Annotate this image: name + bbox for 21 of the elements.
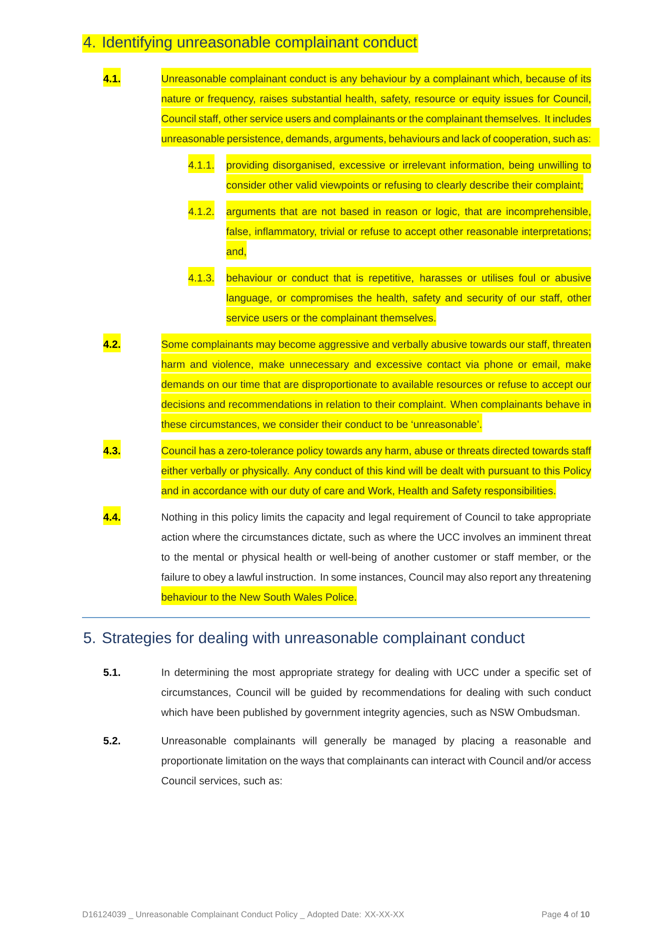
item-number: 4.1. <box>103 68 121 87</box>
item-number: 4.3. <box>103 440 121 459</box>
item-number: 4.4. <box>103 506 121 526</box>
item-number: 4.1.3. <box>188 267 214 286</box>
page-number: Page 4 of 10 <box>542 911 590 919</box>
item-number: 5.2. <box>104 736 120 744</box>
paragraph-text: Some complainants may become aggressive and verbally abusive towards our staff, threaten harm and violence, make unnecessary and excessive contact via phone or email, make demands on our time that are disproportionate to available resources or refuse to accept our decisions and recommendations in relation to their complaint. When complainants behave in these circumstances, we consider their conduct to be ‘unreasonable’. <box>161 333 592 432</box>
item-number: 5.1. <box>104 668 120 676</box>
paragraph-text: Nothing in this policy limits the capacity and legal requirement of Council to take appropriate action where the circumstances dictate, such as where the UCC involves an imminent threat to the mental or physical health or well-being of another customer or staff member, or the failure to obey a lawful instruction. In some instances, Council may also report any threatening behaviour to the New South Wales Police. <box>161 513 592 606</box>
paragraph-text: In determining the most appropriate strategy for dealing with UCC under a specific set of circumstances, Council will be guided by recommendations for dealing with such conduct which have been published by government integrity agencies, such as NSW Ombudsman. <box>161 668 592 718</box>
paragraph-text: behaviour or conduct that is repetitive, harasses or utilises foul or abusive language, or compromises the health, safety and security of our staff, other service users or the complainant themselves. <box>226 267 592 326</box>
footer-text: D16124039 _ Unreasonable Complainant Conduct Policy _ Adopted Date: XX-XX-XX <box>82 911 404 919</box>
paragraph-text: Unreasonable complainant conduct is any behaviour by a complainant which, because of its nature or frequency, raises substantial health, safety, resource or equity issues for Council, Council staff, other service users and complainants or the complainant themselves. It includes unreasonable persistence, demands, arguments, behaviours and lack of cooperation, such as: <box>161 68 600 147</box>
paragraph-text: arguments that are not based in reason or logic, that are incomprehensible, false, inflammatory, trivial or refuse to accept other reasonable interpretations; and, <box>226 200 592 260</box>
paragraph-text: providing disorganised, excessive or irrelevant information, being unwilling to consider other valid viewpoints or refusing to clearly describe their complaint; <box>226 154 592 194</box>
item-number: 4.1.2. <box>188 200 214 220</box>
section-heading: 5. Strategies for dealing with unreasonable complainant conduct <box>84 632 525 646</box>
item-number: 4.1.1. <box>188 154 214 174</box>
item-number: 4.2. <box>103 333 121 352</box>
paragraph-text: Unreasonable complainants will generally be managed by placing a reasonable and proportionate limitation on the ways that complainants can interact with Council and/or access Council services, such as: <box>162 736 591 786</box>
section-heading: 4. Identifying unreasonable complainant conduct <box>82 34 418 53</box>
